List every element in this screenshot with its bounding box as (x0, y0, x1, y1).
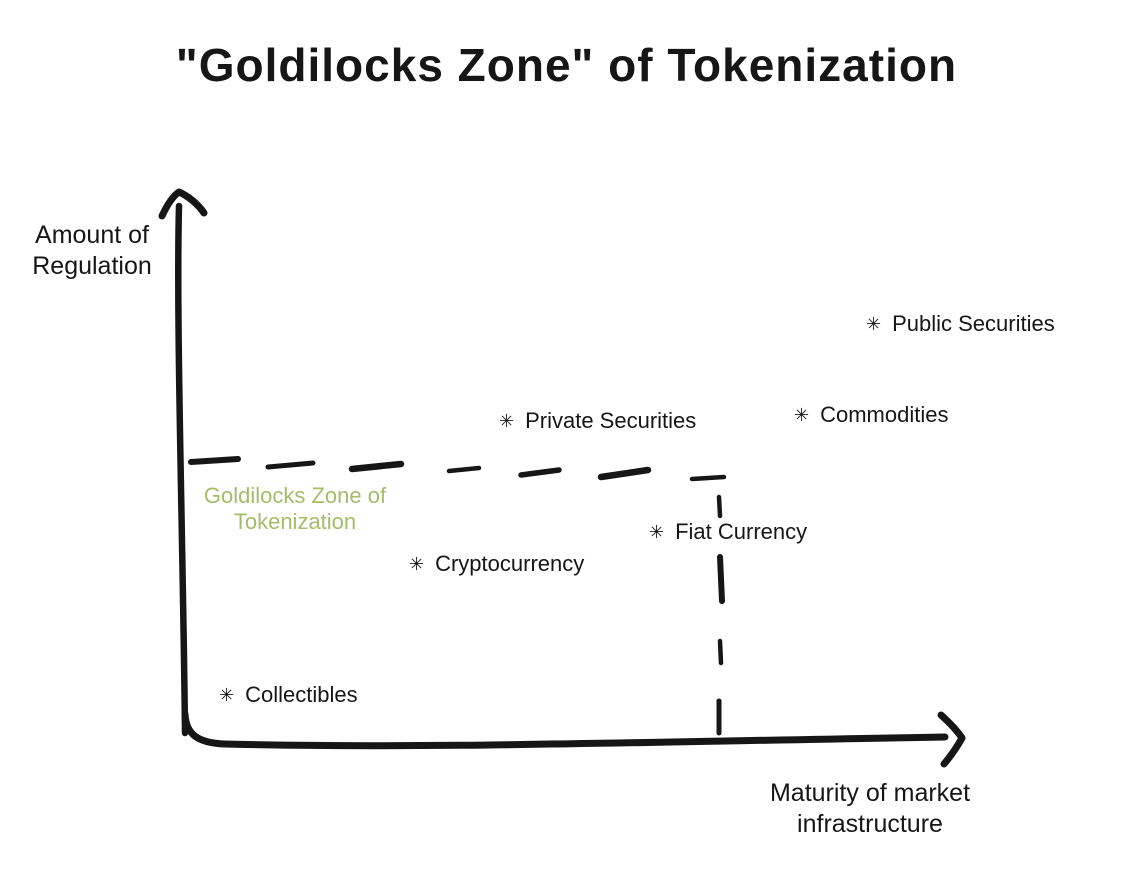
asterisk-marker-icon: ✳ (794, 405, 810, 426)
data-point-label: Collectibles (245, 682, 358, 707)
chart-title: "Goldilocks Zone" of Tokenization (175, 39, 958, 91)
y-axis-arrowhead-icon (158, 188, 208, 220)
data-point-collectibles: ✳ Collectibles (219, 682, 358, 708)
zone-horizontal-dashed-line (188, 456, 727, 482)
data-point-label: Public Securities (892, 311, 1055, 336)
zone-vertical-dashed-line (716, 494, 725, 736)
data-point-cryptocurrency: ✳ Cryptocurrency (409, 551, 584, 577)
y-axis-line (175, 202, 189, 737)
goldilocks-zone-label-line2: Tokenization (233, 508, 357, 534)
goldilocks-zone-label: Goldilocks Zone of Tokenization (192, 483, 398, 535)
asterisk-marker-icon: ✳ (649, 522, 665, 543)
x-axis-label: Maturity of market infrastructure (738, 778, 1002, 841)
data-point-label: Commodities (820, 402, 949, 427)
data-point-label: Private Securities (525, 408, 697, 433)
asterisk-marker-icon: ✳ (219, 685, 235, 706)
asterisk-marker-icon: ✳ (866, 314, 882, 335)
x-axis-line (181, 710, 949, 750)
y-axis-label-line1: Amount of (35, 221, 149, 249)
asterisk-marker-icon: ✳ (409, 554, 425, 575)
data-point-commodities: ✳ Commodities (794, 402, 948, 428)
goldilocks-zone-label-line1: Goldilocks Zone of (203, 483, 387, 508)
data-point-label: Fiat Currency (675, 519, 808, 544)
y-axis-label: Amount of Regulation (18, 220, 166, 283)
data-point-public-securities: ✳ Public Securities (866, 311, 1055, 337)
y-axis-label-line2: Regulation (32, 252, 152, 281)
data-point-private-securities: ✳ Private Securities (499, 408, 696, 434)
x-axis-label-line2: infrastructure (797, 810, 943, 839)
data-point-label: Cryptocurrency (435, 551, 585, 576)
asterisk-marker-icon: ✳ (499, 411, 515, 432)
x-axis-label-line1: Maturity of market (769, 779, 971, 807)
data-point-fiat-currency: ✳ Fiat Currency (649, 519, 807, 545)
x-axis-arrowhead-icon (937, 711, 966, 768)
